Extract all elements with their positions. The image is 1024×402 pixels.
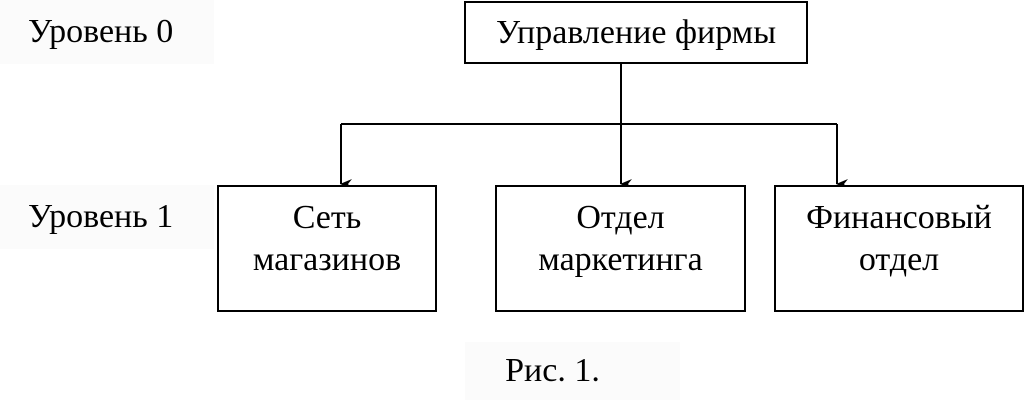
level-1-label: Уровень 1 [0, 185, 214, 249]
node-management-label: Управление фирмы [495, 13, 777, 51]
node-finance-dept-line-2: отдел [858, 241, 940, 278]
node-marketing-dept-line-1: Отдел [576, 199, 665, 236]
node-management: Управление фирмы [464, 1, 808, 64]
level-0-label: Уровень 0 [0, 0, 214, 64]
node-finance-dept-line-1: Финансовый [806, 199, 992, 236]
node-finance-dept: Финансовый отдел [774, 185, 1024, 312]
node-marketing-dept: Отдел маркетинга [495, 185, 746, 312]
node-store-network-line-2: магазинов [252, 241, 402, 278]
node-store-network-line-1: Сеть [292, 199, 362, 236]
node-store-network: Сеть магазинов [217, 185, 437, 312]
figure-caption: Рис. 1. [465, 342, 680, 400]
node-marketing-dept-line-2: маркетинга [538, 241, 703, 278]
